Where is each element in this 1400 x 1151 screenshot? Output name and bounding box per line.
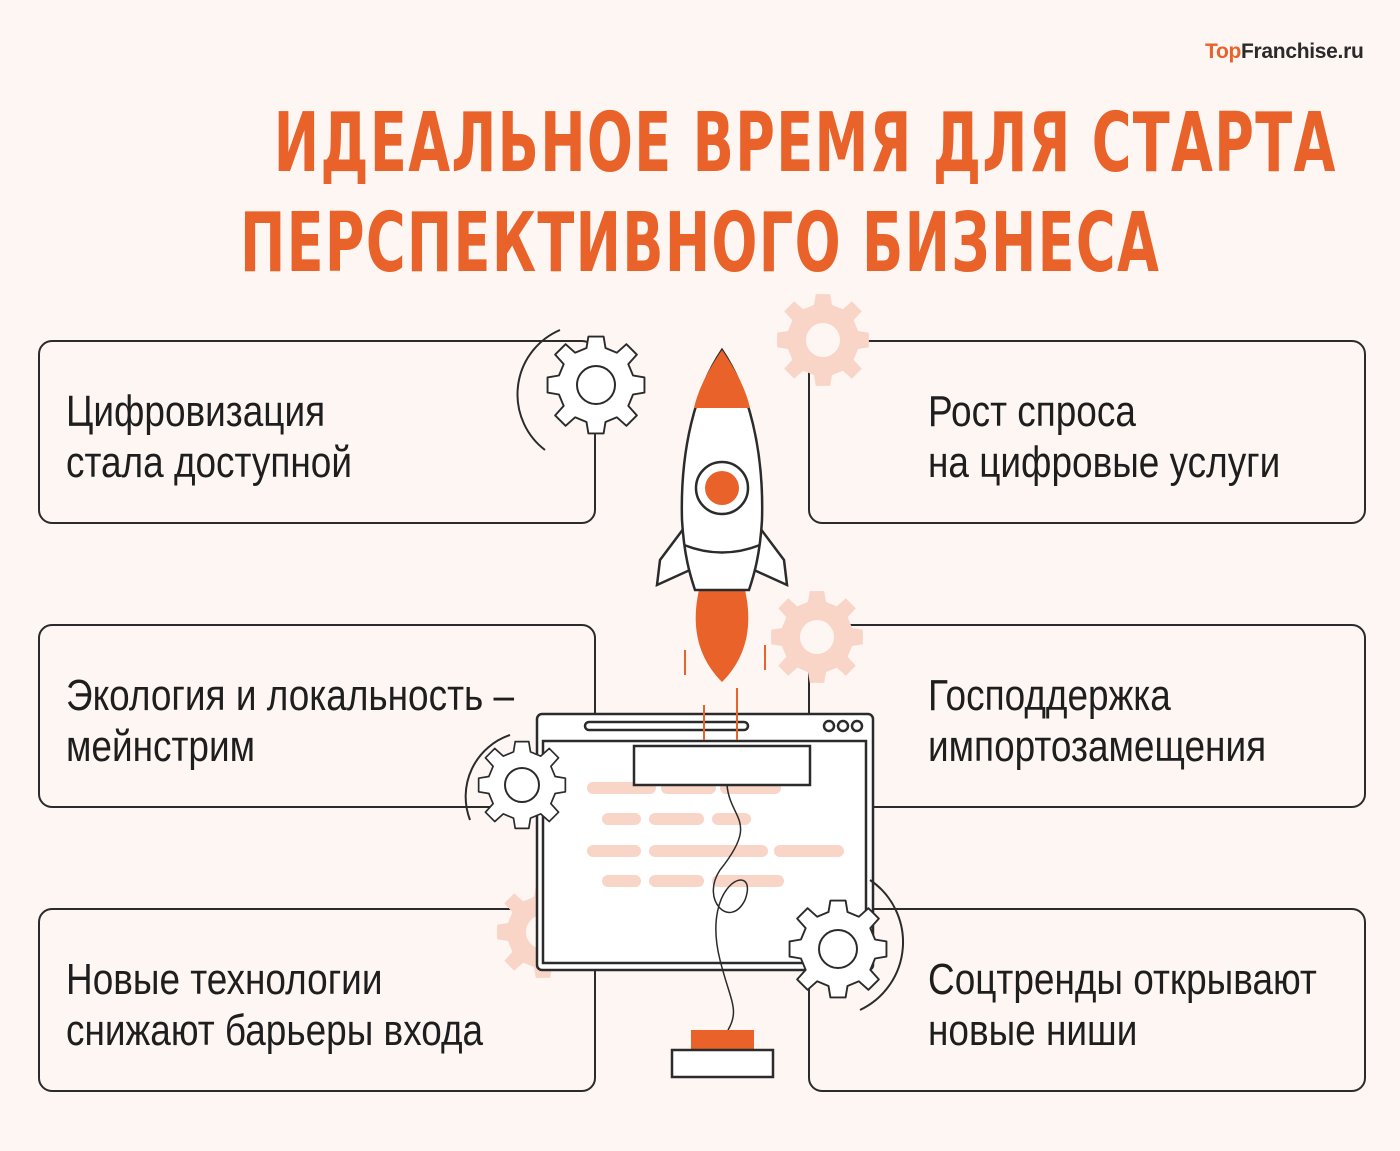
title-text-1: ИДЕАЛЬНОЕ ВРЕМЯ ДЛЯ СТАРТА — [273, 96, 1337, 191]
logo-franchise: Franchise.ru — [1241, 40, 1364, 63]
logo: TopFranchise.ru — [1205, 40, 1364, 64]
title-line-1: ИДЕАЛЬНОЕ ВРЕМЯ ДЛЯ СТАРТА — [0, 96, 1400, 191]
title-line-2: ПЕРСПЕКТИВНОГО БИЗНЕСА — [0, 196, 1400, 291]
title-text-2: ПЕРСПЕКТИВНОГО БИЗНЕСА — [239, 196, 1161, 291]
wire — [712, 784, 749, 1031]
rocket-icon — [655, 347, 789, 740]
logo-top: Top — [1205, 40, 1242, 63]
launch-button-icon — [691, 1030, 754, 1050]
card-text: Экология и локальность –мейнстрим — [66, 671, 515, 771]
